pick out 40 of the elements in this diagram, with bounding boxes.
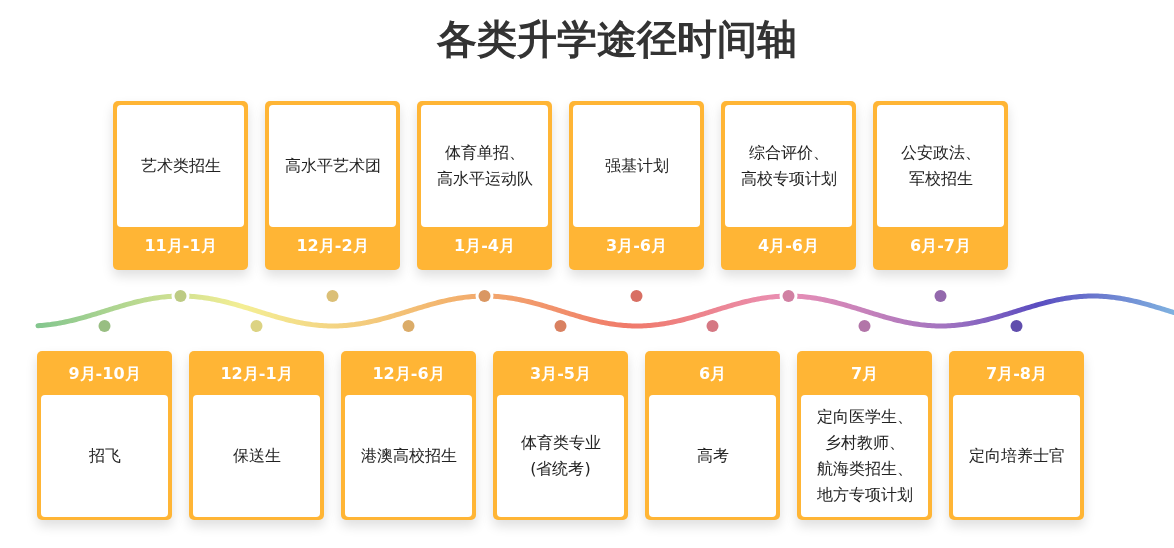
timeline-card bbox=[265, 101, 400, 270]
date-label: 4月-6月 bbox=[757, 236, 820, 256]
timeline-card bbox=[949, 351, 1084, 520]
date-label: 7月 bbox=[849, 364, 880, 384]
title: 各类升学途径时间轴 bbox=[437, 15, 797, 64]
event-panel: 高水平艺术团 bbox=[269, 105, 396, 227]
event-panel: 公安政法、军校招生 bbox=[877, 105, 1004, 227]
date-label: 6月 bbox=[697, 364, 728, 384]
event-panel: 体育单招、高水平运动队 bbox=[421, 105, 548, 227]
event-panel: 艺术类招生 bbox=[117, 105, 244, 227]
date-label: 12月-6月 bbox=[371, 364, 446, 384]
date-label: 6月-7月 bbox=[909, 236, 972, 256]
event-panel: 港澳高校招生 bbox=[345, 395, 472, 517]
event-panel: 招飞 bbox=[41, 395, 168, 517]
timeline-card bbox=[113, 101, 248, 270]
date-label: 3月-6月 bbox=[605, 236, 668, 256]
timeline-card bbox=[37, 351, 172, 520]
event-panel: 高考 bbox=[649, 395, 776, 517]
date-label: 12月-2月 bbox=[295, 236, 370, 256]
timeline-card bbox=[341, 351, 476, 520]
date-label: 7月-8月 bbox=[985, 364, 1048, 384]
date-label: 9月-10月 bbox=[67, 364, 142, 384]
event-panel: 综合评价、高校专项计划 bbox=[725, 105, 852, 227]
timeline-card bbox=[721, 101, 856, 270]
event-panel: 定向培养士官 bbox=[953, 395, 1080, 517]
timeline-card bbox=[645, 351, 780, 520]
date-label: 1月-4月 bbox=[453, 236, 516, 256]
date-label: 12月-1月 bbox=[219, 364, 294, 384]
event-panel: 保送生 bbox=[193, 395, 320, 517]
timeline-card bbox=[189, 351, 324, 520]
timeline-card bbox=[797, 351, 932, 520]
timeline-card bbox=[569, 101, 704, 270]
event-panel: 定向医学生、乡村教师、航海类招生、地方专项计划 bbox=[801, 395, 928, 517]
timeline-card bbox=[493, 351, 628, 520]
timeline-card bbox=[873, 101, 1008, 270]
event-panel: 强基计划 bbox=[573, 105, 700, 227]
date-label: 11月-1月 bbox=[143, 236, 218, 256]
event-panel: 体育类专业(省统考) bbox=[497, 395, 624, 517]
timeline-card bbox=[417, 101, 552, 270]
date-label: 3月-5月 bbox=[529, 364, 592, 384]
